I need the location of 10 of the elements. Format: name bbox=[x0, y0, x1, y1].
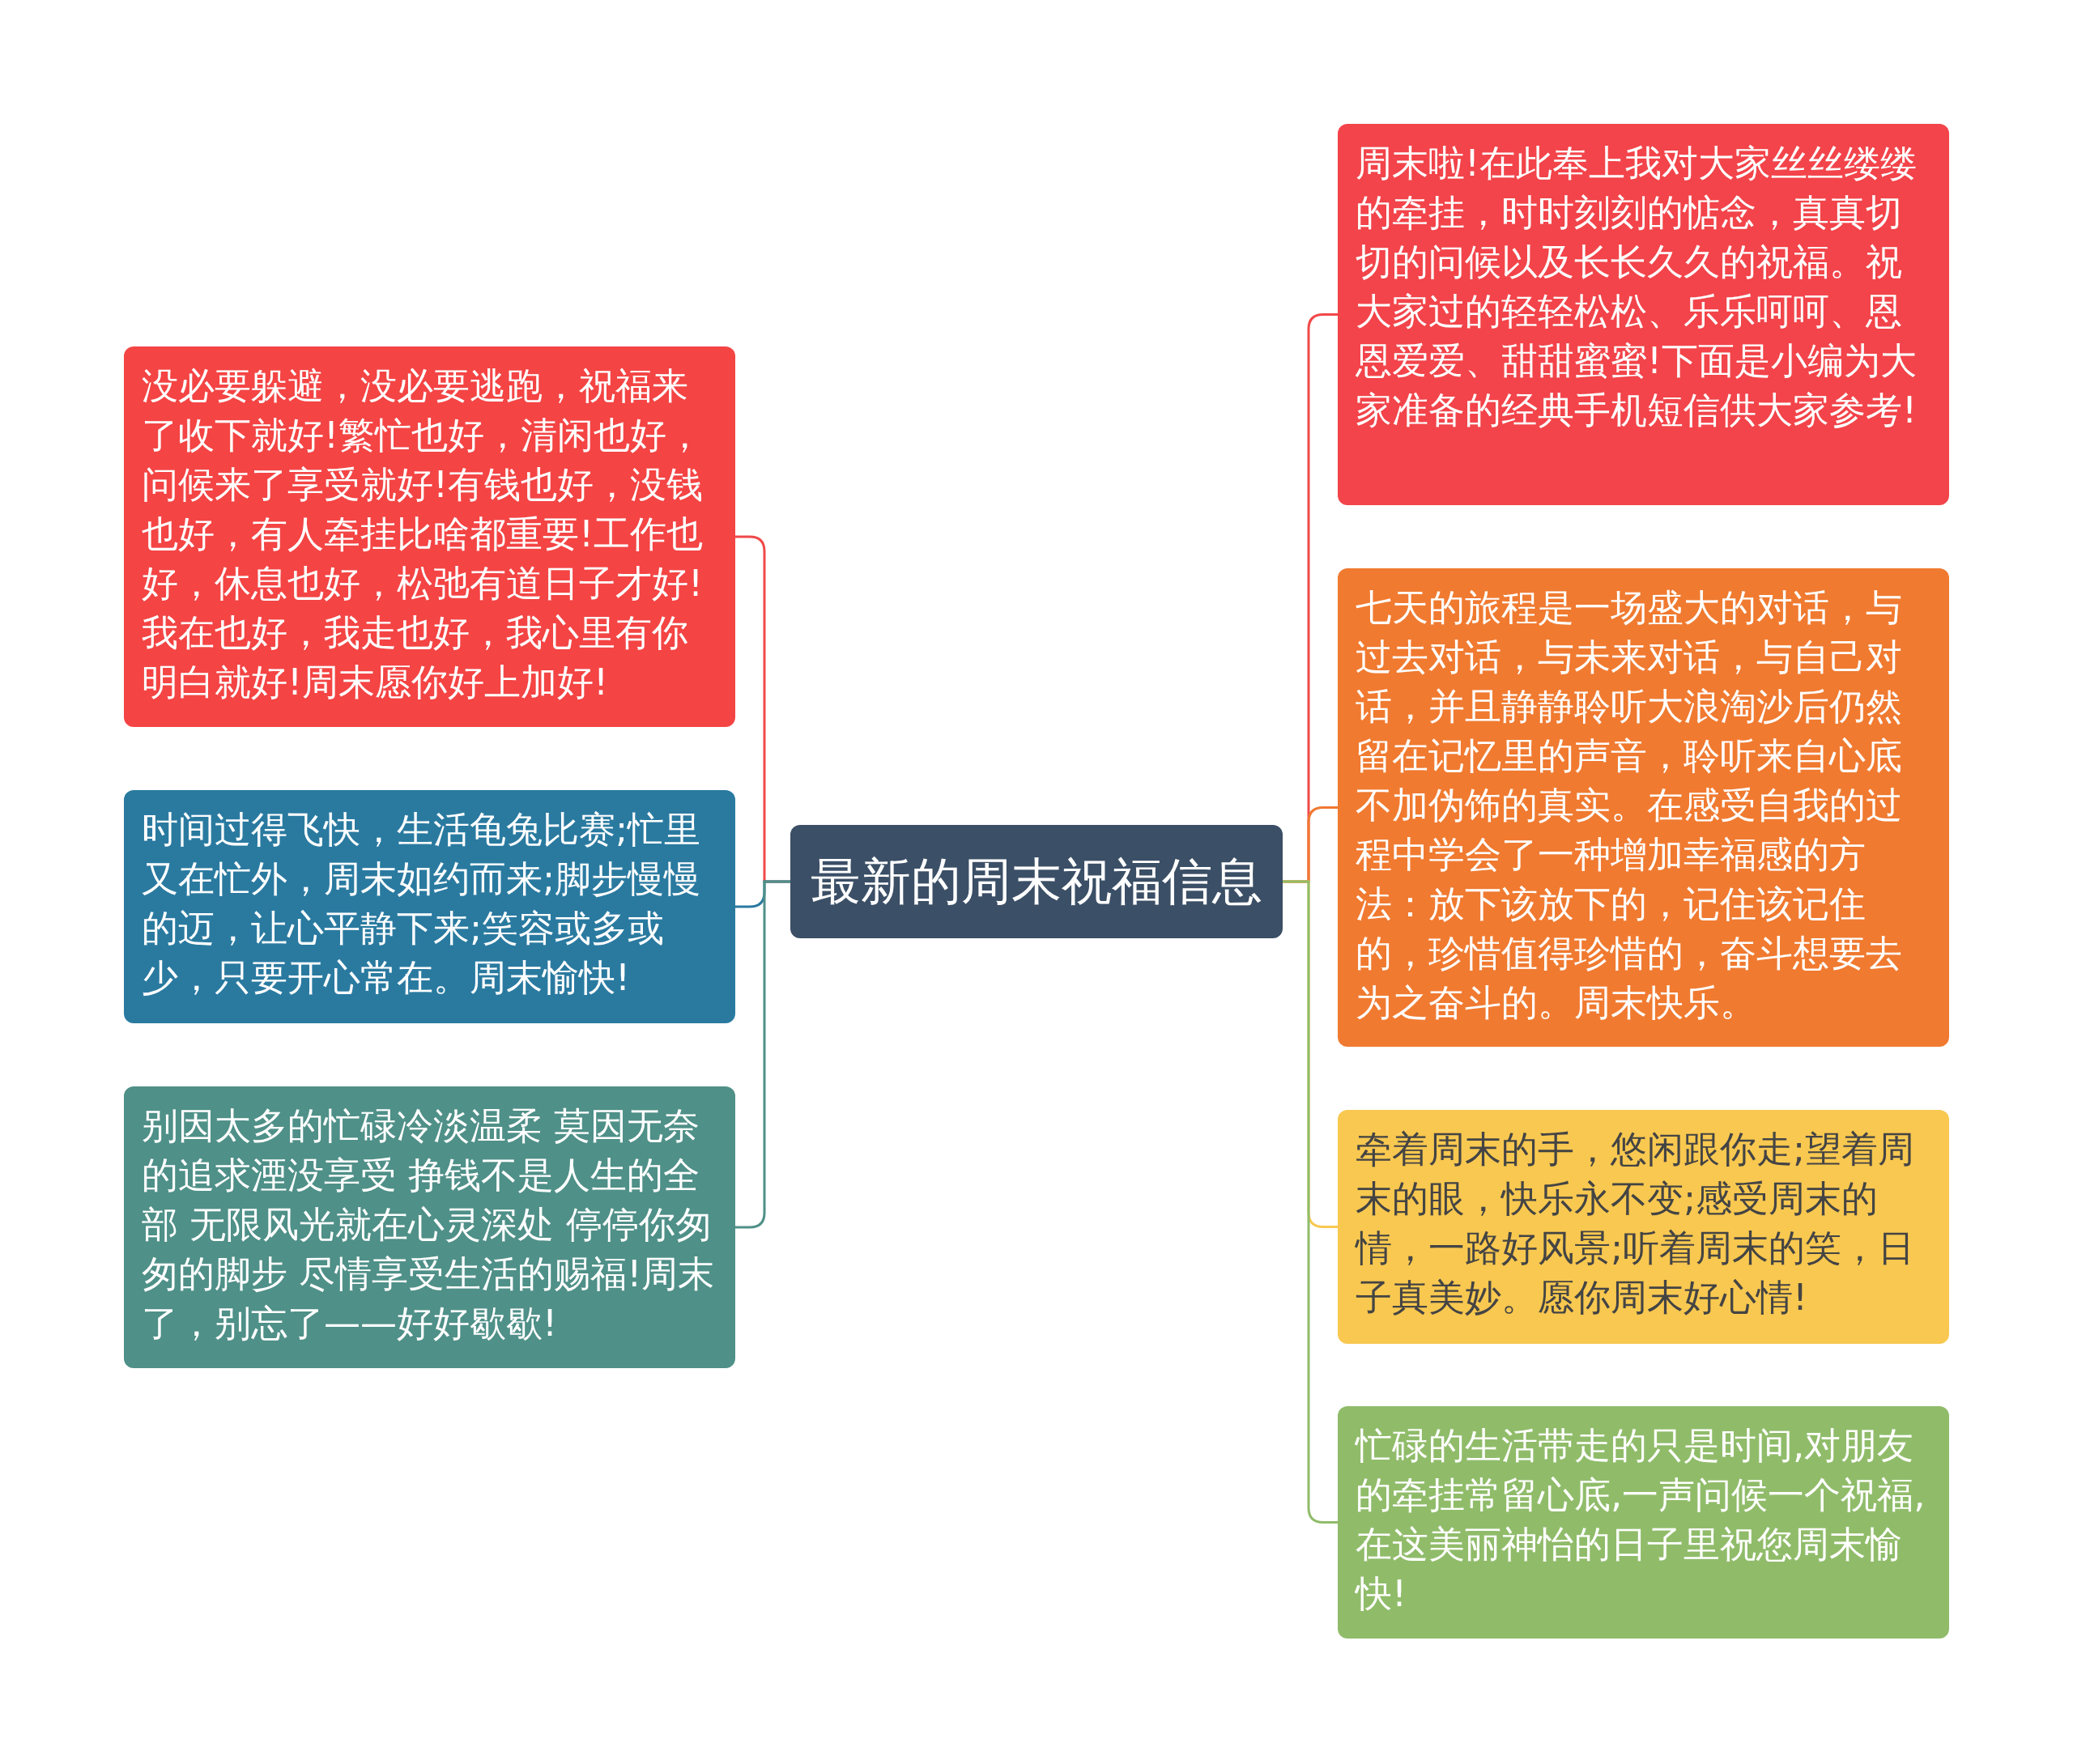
message-box: 忙碌的生活带走的只是时间,对朋友的牵挂常留心底,一声问候一个祝福,在这美丽神怡的日子里祝您周末愉快! bbox=[1338, 1406, 1949, 1639]
message-box: 别因太多的忙碌冷淡温柔 莫因无奈的追求湮没享受 挣钱不是人生的全部 无限风光就在心灵深处 停停你匆匆的脚步 尽情享受生活的赐福!周末了，别忘了——好好歇歇! bbox=[124, 1086, 735, 1368]
connector-line bbox=[1283, 880, 1338, 1524]
topic-box: 最新的周末祝福信息 bbox=[790, 825, 1283, 938]
message-box: 七天的旅程是一场盛大的对话，与过去对话，与未来对话，与自己对话，并且静静聆听大浪淘沙后仍然留在记忆里的声音，聆听来自心底不加伪饰的真实。在感受自我的过程中学会了一种增加幸福感的方法：放下该放下的，记住该记住的，珍惜值得珍惜的，奋斗想要去为之奋斗的。周末快乐。 bbox=[1338, 568, 1949, 1047]
message-box: 没必要躲避，没必要逃跑，祝福来了收下就好!繁忙也好，清闲也好，问候来了享受就好!有钱也好，没钱也好，有人牵挂比啥都重要!工作也好，休息也好，松弛有道日子才好!我在也好，我走也好，我心里有你明白就好!周末愿你好上加好! bbox=[124, 346, 735, 727]
message-box: 牵着周末的手，悠闲跟你走;望着周末的眼，快乐永不变;感受周末的情，一路好风景;听着周末的笑，日子真美妙。愿你周末好心情! bbox=[1338, 1110, 1949, 1344]
message-box: 周末啦!在此奉上我对大家丝丝缕缕的牵挂，时时刻刻的惦念，真真切切的问候以及长长久久的祝福。祝大家过的轻轻松松、乐乐呵呵、恩恩爱爱、甜甜蜜蜜!下面是小编为大家准备的经典手机短信供大家参考! bbox=[1338, 124, 1949, 505]
message-box: 时间过得飞快，生活龟兔比赛;忙里又在忙外，周末如约而来;脚步慢慢的迈，让心平静下来;笑容或多或少，只要开心常在。周末愉快! bbox=[124, 790, 735, 1023]
connector-line bbox=[735, 880, 790, 1229]
